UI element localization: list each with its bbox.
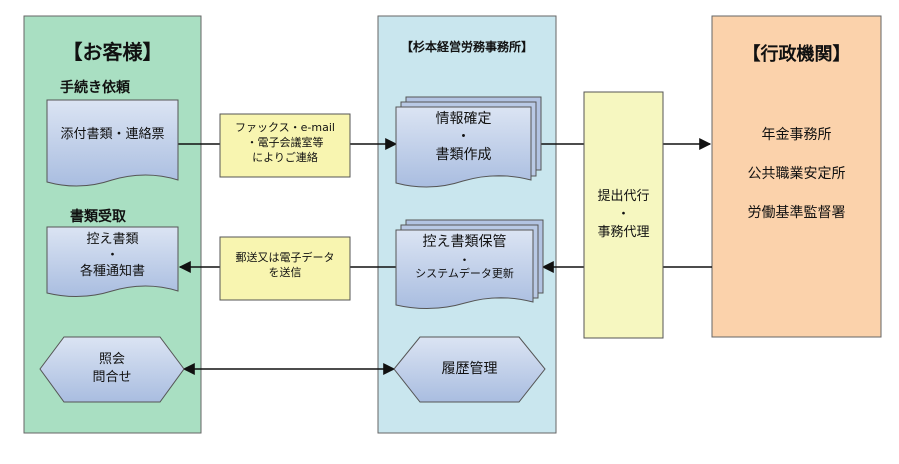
gov-title: 【行政機関】 [742, 44, 851, 65]
confirm-doc-front [395, 106, 532, 188]
receive-label: 書類受取 [70, 209, 126, 225]
history-hexagon-shape [393, 336, 546, 403]
return-note-shape [219, 236, 351, 301]
send-note-line1: ファックス・e-mail [235, 121, 335, 134]
return-note-line2: を送信 [268, 266, 302, 279]
gov-item-labor-office: 労働基準監督署 [747, 205, 846, 221]
confirm-line2: ・ [456, 129, 471, 145]
confirm-line3: 書類作成 [435, 147, 492, 163]
history-label: 履歴管理 [441, 361, 498, 377]
send-note-line3: によりご連絡 [252, 151, 318, 164]
inquiry-line1: 照会 [98, 352, 125, 367]
store-doc-front [395, 229, 534, 310]
procedure-label: 手続き依頼 [60, 80, 130, 96]
store-line1: 控え書類保管 [422, 234, 507, 250]
submit-line1: 提出代行 [597, 189, 650, 204]
attachment-doc-shape [46, 99, 179, 187]
submit-line3: 事務代理 [597, 225, 650, 240]
inquiry-line2: 問合せ [92, 370, 132, 385]
return-note-line1: 郵送又は電子データ [235, 251, 335, 264]
gov-item-pension: 年金事務所 [761, 127, 832, 143]
send-note-shape [219, 113, 351, 178]
client-title: 【お客様】 [62, 40, 163, 64]
receive-doc-line1: 控え書類 [86, 232, 139, 247]
gov-column [711, 15, 882, 338]
office-title: 【杉本経営労務事務所】 [400, 40, 533, 54]
receive-doc-shape [46, 226, 179, 298]
gov-item-hellowork: 公共職業安定所 [747, 166, 846, 182]
store-line3: システムデータ更新 [415, 267, 514, 280]
receive-doc-line2: ・ [105, 248, 119, 263]
inquiry-hexagon-shape [39, 336, 185, 403]
submit-line2: ・ [616, 207, 630, 222]
receive-doc-line3: 各種通知書 [79, 264, 145, 279]
attachment-doc-label: 添付書類・連絡票 [60, 127, 165, 142]
confirm-line1: 情報確定 [435, 111, 492, 127]
store-line2: ・ [458, 253, 471, 267]
submit-box-shape [583, 91, 664, 339]
send-note-line2: ・電子会議室等 [246, 136, 324, 149]
